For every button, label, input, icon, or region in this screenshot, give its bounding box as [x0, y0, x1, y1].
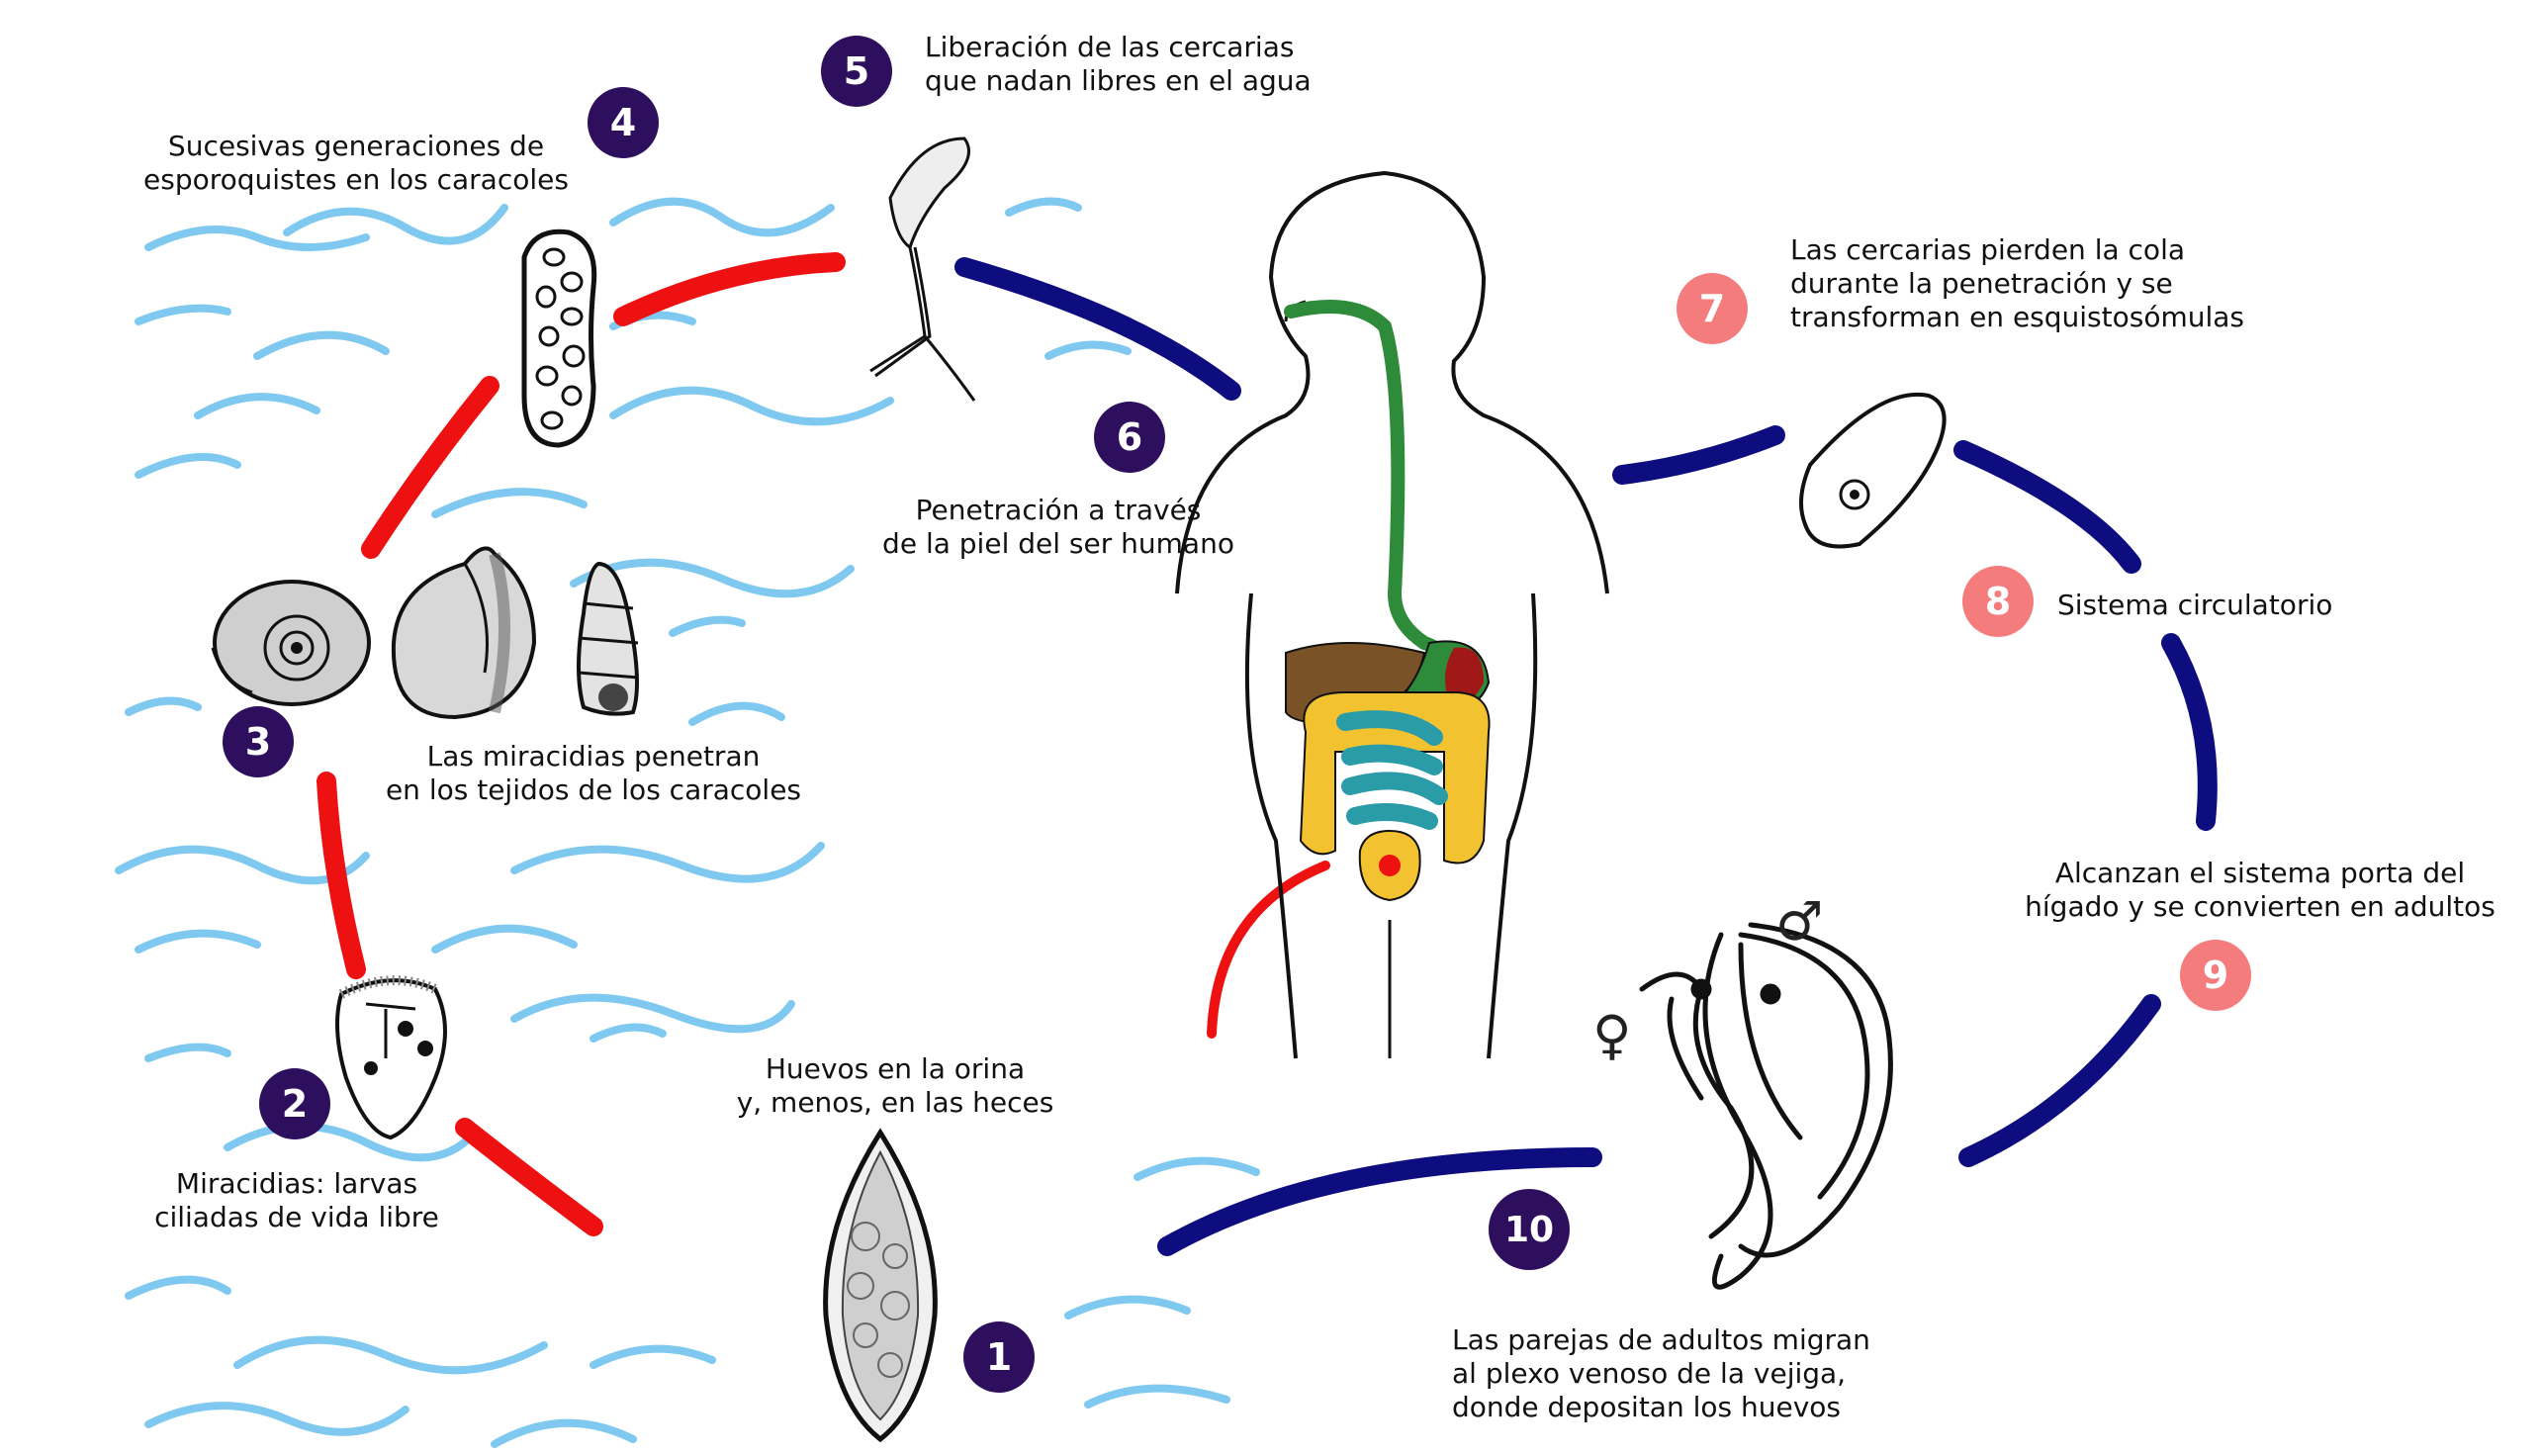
male-symbol: ♂	[1775, 895, 1823, 949]
snail-icon	[213, 582, 369, 704]
female-symbol: ♀	[1592, 1009, 1632, 1062]
arrow-5-to-6	[964, 267, 1231, 391]
step-6-badge: 6	[1094, 402, 1165, 473]
step-1-badge: 1	[963, 1321, 1035, 1393]
step-9-badge: 9	[2180, 940, 2251, 1011]
snail-icon	[579, 564, 638, 714]
miracidium-icon	[337, 980, 445, 1138]
step-5-badge: 5	[821, 36, 892, 107]
schistosomulum-icon	[1801, 395, 1945, 547]
step-10-badge: 10	[1489, 1189, 1570, 1270]
arrow-4-to-5	[623, 262, 836, 317]
water-waves	[119, 202, 1256, 1444]
arrow-7-to-8	[1963, 450, 2132, 564]
arrow-8-to-9	[2171, 643, 2208, 821]
arrow-1-to-2	[465, 1128, 593, 1227]
egg-icon	[826, 1133, 936, 1439]
step-8-label: Sistema circulatorio	[2057, 589, 2453, 622]
arrow-3-to-4	[371, 386, 490, 549]
step-4-badge: 4	[588, 87, 659, 158]
arrow-2-to-3	[326, 781, 356, 969]
snail-icon	[394, 548, 534, 717]
step-7-badge: 7	[1677, 273, 1748, 344]
adult-worm-pair-icon	[1642, 925, 1890, 1287]
step-8-badge: 8	[1962, 566, 2034, 637]
step-3-badge: 3	[223, 706, 294, 777]
sporocyst-icon	[524, 231, 594, 445]
step-2-badge: 2	[259, 1068, 330, 1139]
arrow-into-bladder	[1212, 865, 1325, 1034]
arrow-9-to-10	[1968, 1004, 2151, 1157]
arrow-6-to-7	[1622, 435, 1775, 475]
